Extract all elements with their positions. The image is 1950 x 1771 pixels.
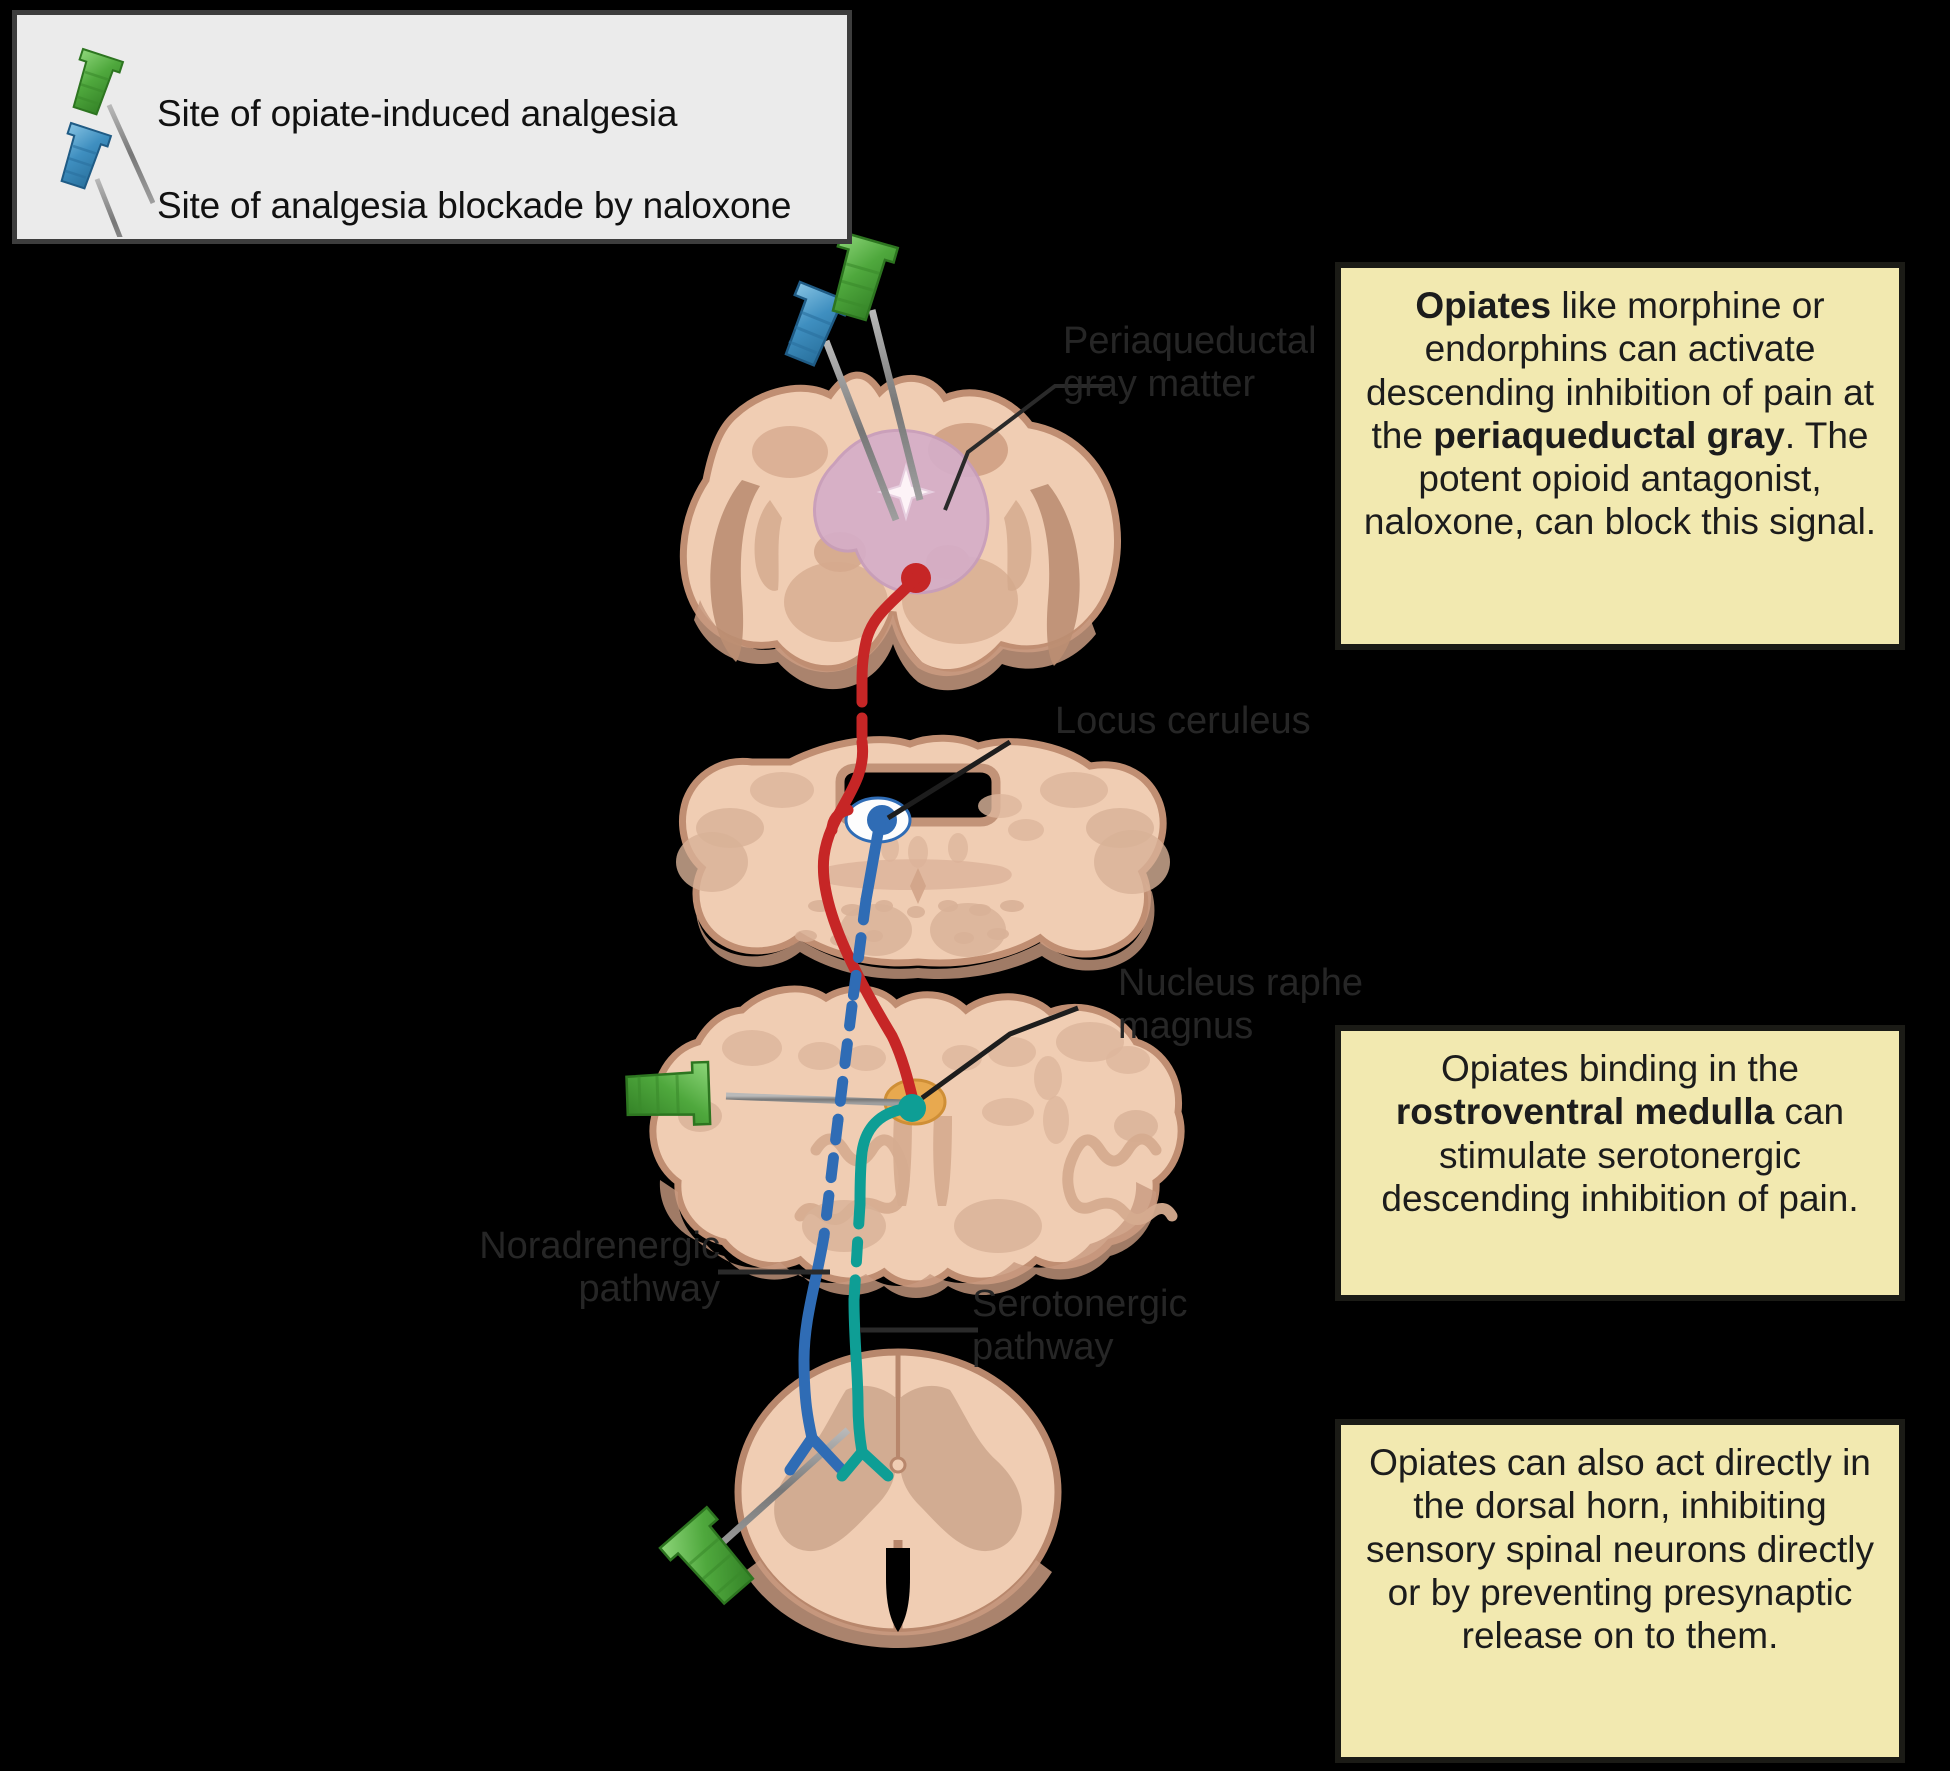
serotonergic-pathway: [836, 1094, 926, 1482]
needle-green-midbrain: [831, 230, 924, 501]
syringe-green-icon: [72, 47, 155, 205]
rostroventral-medulla-callout: Opiates binding in the rostroventral med…: [1335, 1025, 1905, 1301]
needle-green-medulla: [625, 1060, 906, 1126]
nucleus-raphe-magnus-label: Nucleus raphe magnus: [1118, 962, 1364, 1047]
legend-item-naloxone-blockade-label: Site of analgesia blockade by naloxone: [157, 185, 792, 226]
descending-red-pathway: [817, 563, 931, 1102]
pons-section: [676, 734, 1170, 980]
dorsal-horn-callout: Opiates can also act directly in the dor…: [1335, 1419, 1905, 1763]
noradrenergic-pathway-label: Noradrenergic pathway: [479, 1225, 720, 1310]
needle-blue-midbrain: [784, 280, 900, 522]
midbrain-section: [679, 230, 1121, 691]
periaqueductal-gray-region: [813, 428, 990, 595]
serotonergic-pathway-label: Serotonergic pathway: [972, 1283, 1188, 1368]
locus-ceruleus-region: [844, 796, 912, 844]
noradrenergic-pathway: [784, 816, 886, 1476]
spinal-cord-section: [658, 1348, 1062, 1648]
legend-panel: Site of opiate-induced analgesia Site of…: [12, 10, 852, 244]
locus-ceruleus-leader: [886, 739, 1012, 821]
nucleus-raphe-magnus-leader: [920, 1005, 1079, 1101]
periaqueductal-gray-label: Periaqueductal gray matter: [1063, 320, 1317, 405]
locus-ceruleus-label: Locus ceruleus: [1055, 700, 1311, 742]
legend-item-opiate-analgesia-label: Site of opiate-induced analgesia: [157, 93, 678, 134]
syringe-blue-icon: [60, 121, 123, 237]
legend-syringe-icons: [60, 47, 155, 237]
nucleus-raphe-magnus-region: [883, 1078, 947, 1126]
periaqueductal-gray-callout: Opiates like morphine or endorphins can …: [1335, 262, 1905, 650]
needle-green-spinal: [658, 1427, 851, 1606]
